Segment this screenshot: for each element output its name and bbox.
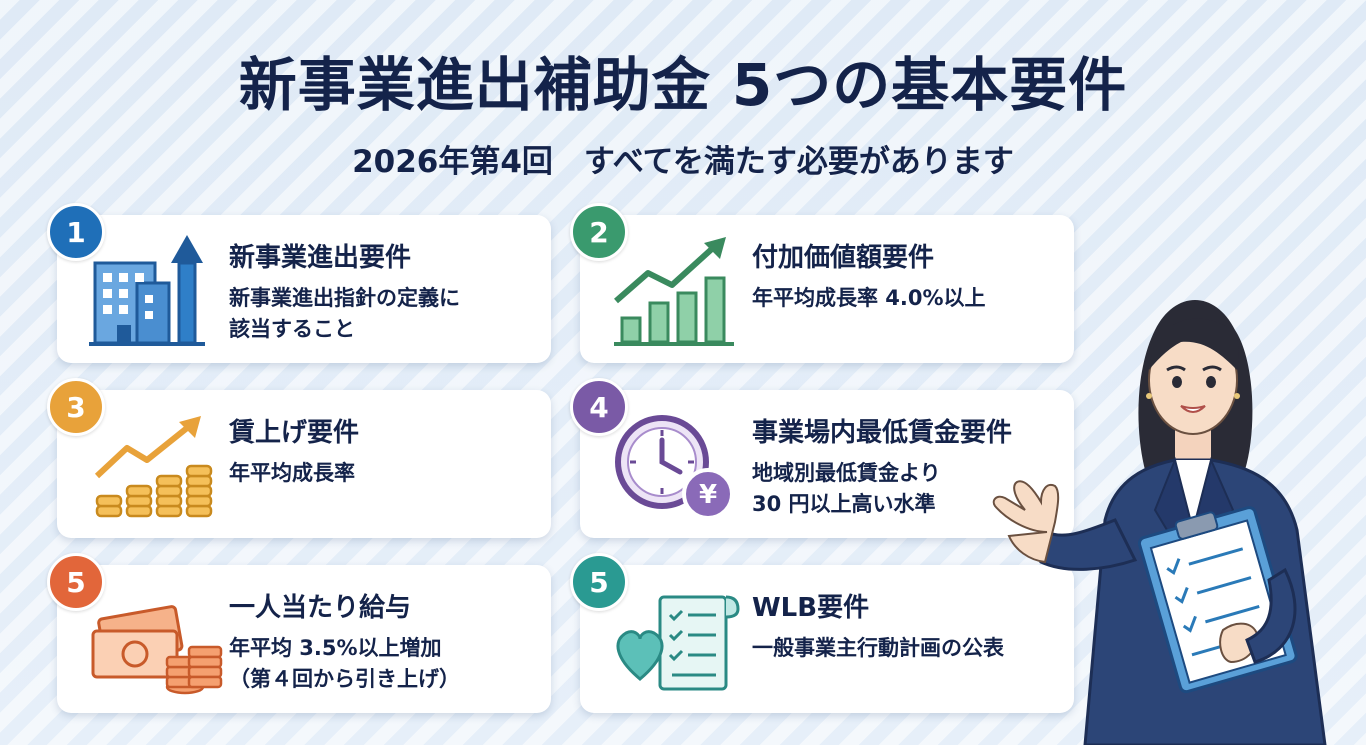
number-badge: 2 bbox=[570, 203, 628, 261]
card-title: WLB要件 bbox=[752, 593, 870, 623]
card-description: 一般事業主行動計画の公表 bbox=[752, 636, 1004, 660]
requirement-card-4: 4 ¥ 事業場内最低賃金要件 地域別最低賃金より 30 円以上高い水準 bbox=[570, 378, 1074, 538]
card-description: 年平均 3.5%以上増加 （第４回から引き上げ） bbox=[229, 636, 460, 691]
card-description: 地域別最低賃金より 30 円以上高い水準 bbox=[752, 461, 941, 516]
card-description: 新事業進出指針の定義に 該当すること bbox=[229, 286, 460, 341]
number-badge: 1 bbox=[47, 203, 105, 261]
card-title: 新事業進出要件 bbox=[229, 243, 412, 273]
requirement-card-2: 2 付加価値額要件 年平均成長率 4.0%以上 bbox=[570, 203, 1074, 363]
card-title: 一人当たり給与 bbox=[229, 593, 412, 623]
money-coins-icon bbox=[91, 605, 223, 695]
number-badge: 3 bbox=[47, 378, 105, 436]
card-title: 事業場内最低賃金要件 bbox=[752, 418, 1013, 448]
page-subtitle: 2026年第4回 すべてを満たす必要があります bbox=[352, 144, 1014, 180]
card-description: 年平均成長率 bbox=[229, 461, 355, 485]
page-title: 新事業進出補助金 5つの基本要件 bbox=[238, 51, 1128, 119]
requirement-card-6: 5 WLB要件 一般事業主行動計画の公表 bbox=[570, 553, 1074, 713]
bar-chart-growth-icon bbox=[614, 237, 734, 346]
card-title: 付加価値額要件 bbox=[752, 243, 935, 273]
heart-checklist-icon bbox=[616, 595, 740, 691]
card-title: 賃上げ要件 bbox=[229, 418, 360, 448]
svg-text:¥: ¥ bbox=[699, 480, 717, 510]
number-badge: 4 bbox=[570, 378, 628, 436]
requirement-card-1: 1 新事業進出要件 新事業進出指針の定義に 該当すること bbox=[47, 203, 551, 363]
clock-yen-icon: ¥ bbox=[615, 415, 734, 520]
number-badge: 5 bbox=[570, 553, 628, 611]
requirement-card-3: 3 賃上げ要件 年平均成長率 bbox=[47, 378, 551, 538]
presenter-illustration bbox=[992, 300, 1327, 745]
card-description: 年平均成長率 4.0%以上 bbox=[752, 286, 986, 310]
number-badge: 5 bbox=[47, 553, 105, 611]
building-growth-icon bbox=[89, 235, 205, 346]
requirement-card-5: 5 一人当たり給与 年平均 3.5%以上増加 （第４回から引き上げ） bbox=[47, 553, 551, 713]
coins-growth-icon bbox=[94, 416, 213, 518]
